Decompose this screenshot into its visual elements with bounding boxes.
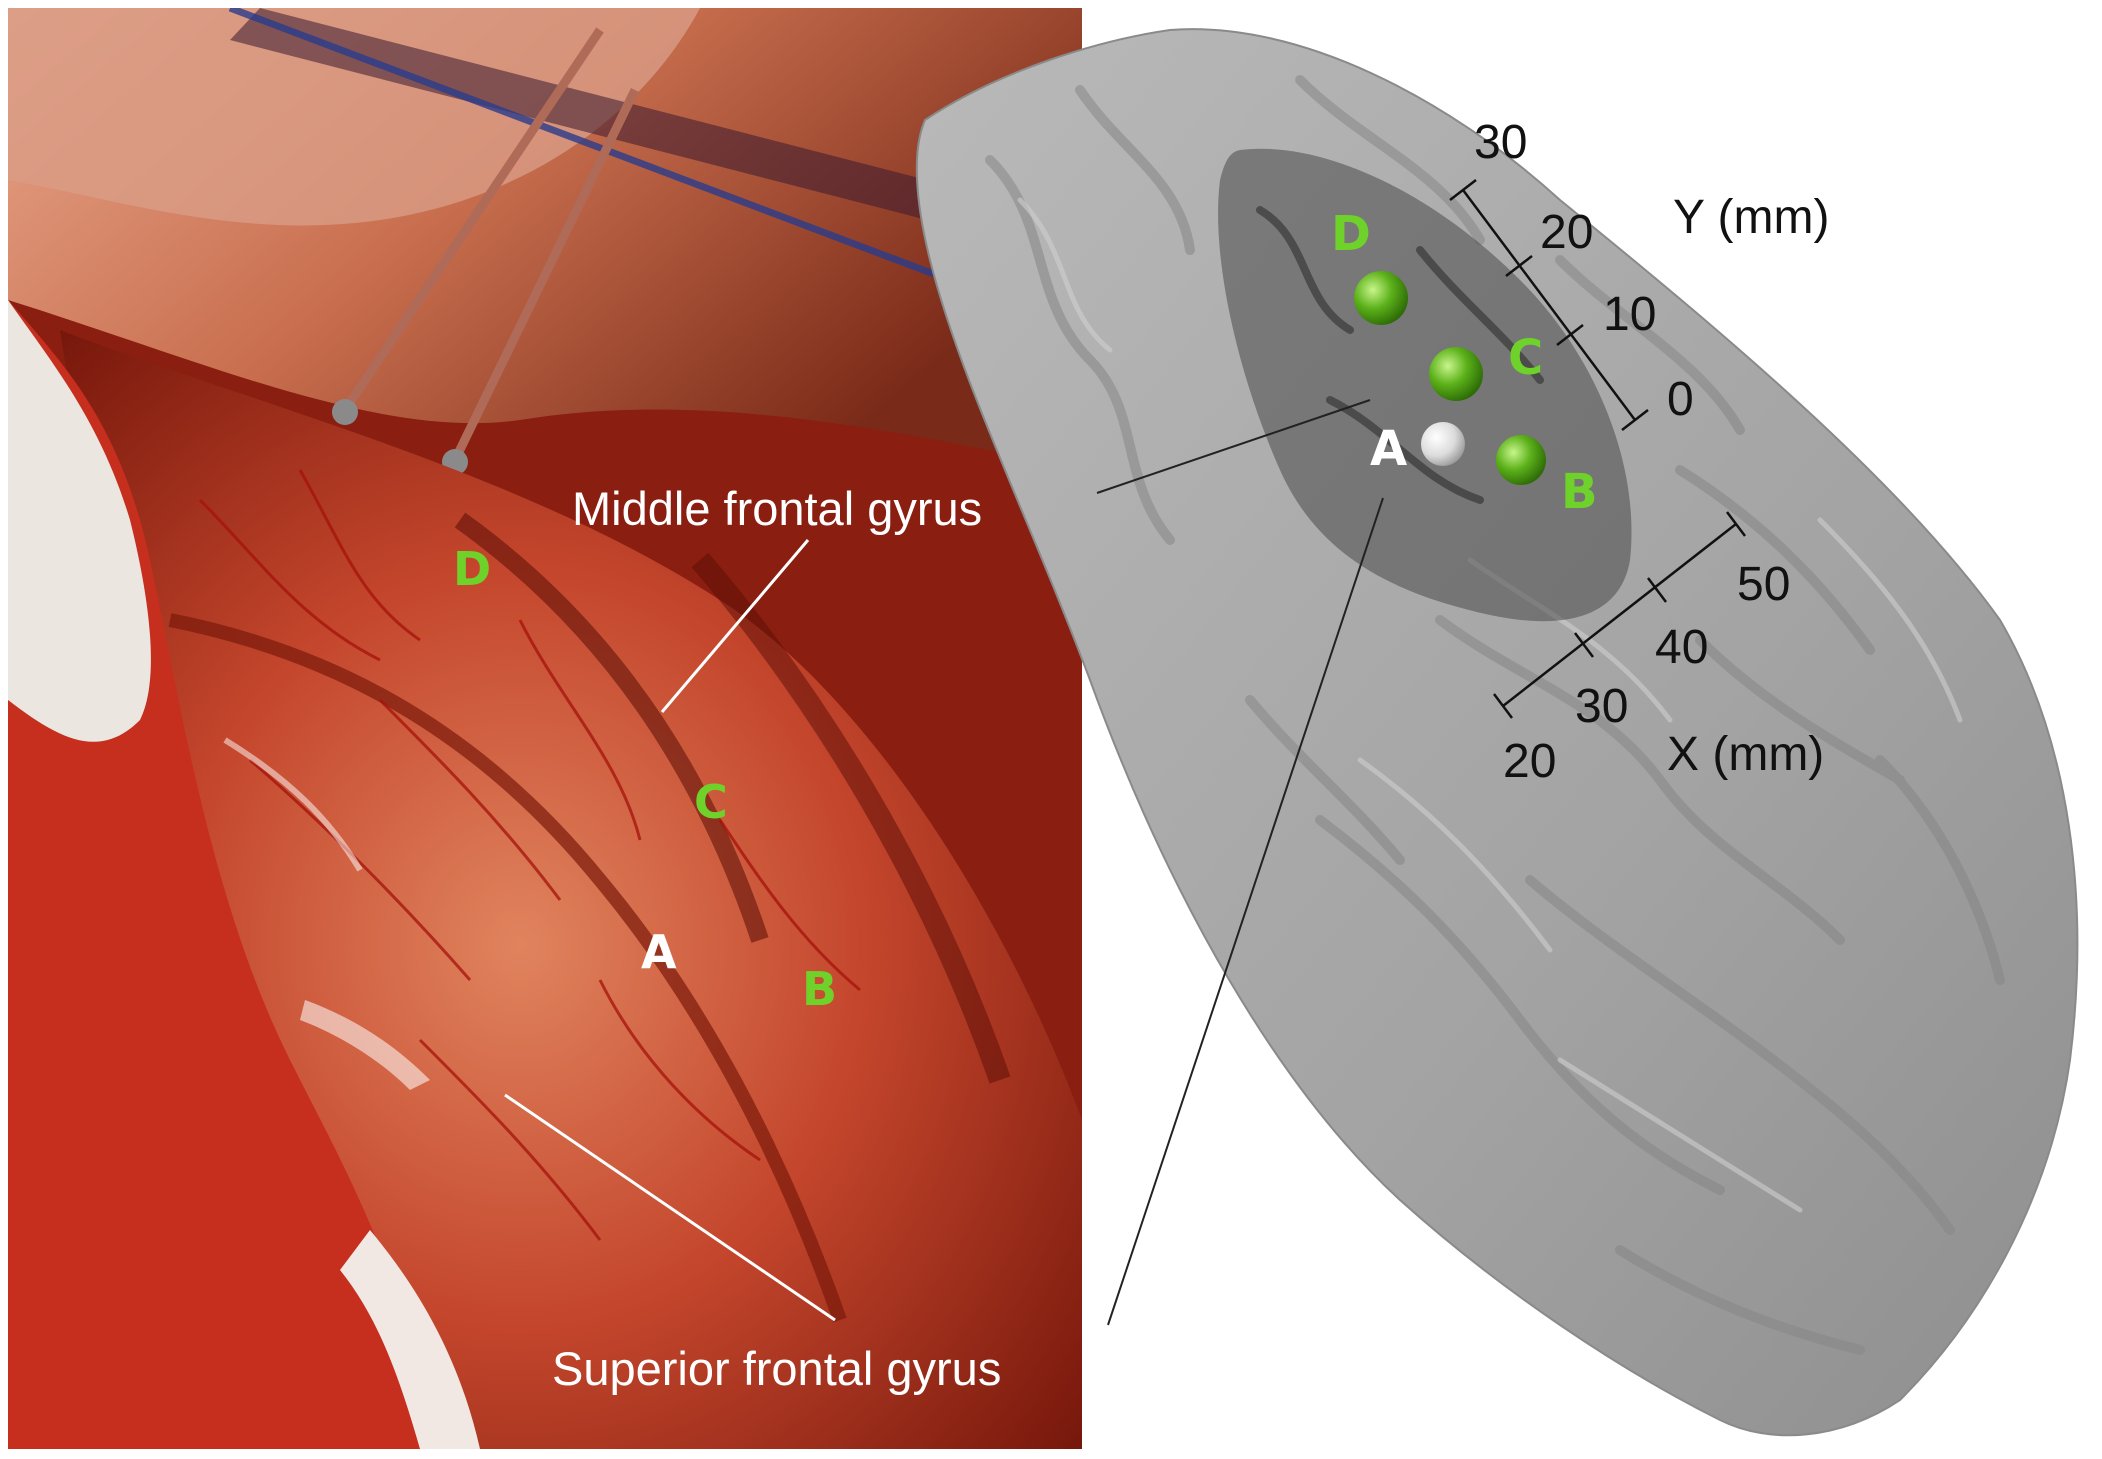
model-marker-c: C	[1508, 330, 1543, 386]
photo-marker-a: A	[641, 925, 677, 979]
electrode-c	[1429, 347, 1483, 401]
photo-marker-b: B	[802, 962, 837, 1016]
x-axis-title: X (mm)	[1667, 728, 1824, 781]
brain-surface-model	[915, 28, 2079, 1437]
surgical-photo	[8, 8, 1082, 1449]
label-middle-frontal-gyrus: Middle frontal gyrus	[572, 482, 982, 535]
label-superior-frontal-gyrus: Superior frontal gyrus	[552, 1342, 1001, 1395]
photo-leader-middle	[660, 539, 810, 713]
model-marker-b: B	[1561, 464, 1598, 520]
x-tick-20: 20	[1503, 735, 1556, 788]
callout-line-lower	[1107, 497, 1384, 1326]
electrode-d	[1354, 271, 1408, 325]
photo-marker-c: C	[694, 775, 728, 829]
photo-leader-superior	[504, 1093, 836, 1322]
y-axis-title: Y (mm)	[1673, 191, 1829, 244]
electrode-b	[1496, 435, 1546, 485]
x-axis	[1493, 511, 1746, 719]
y-tick-10: 10	[1603, 288, 1656, 341]
model-marker-d: D	[1331, 206, 1371, 262]
x-tick-40: 40	[1655, 621, 1708, 674]
highlight-region	[1218, 148, 1632, 622]
y-axis	[1449, 179, 1649, 431]
photo-marker-d: D	[453, 542, 491, 596]
y-tick-20: 20	[1540, 206, 1593, 259]
y-tick-30: 30	[1474, 116, 1527, 169]
callout-line-upper	[1096, 399, 1371, 494]
model-marker-a: A	[1370, 421, 1407, 477]
electrode-a	[1421, 422, 1465, 466]
y-tick-0: 0	[1667, 373, 1694, 426]
x-tick-50: 50	[1737, 558, 1790, 611]
x-tick-30: 30	[1575, 680, 1628, 733]
